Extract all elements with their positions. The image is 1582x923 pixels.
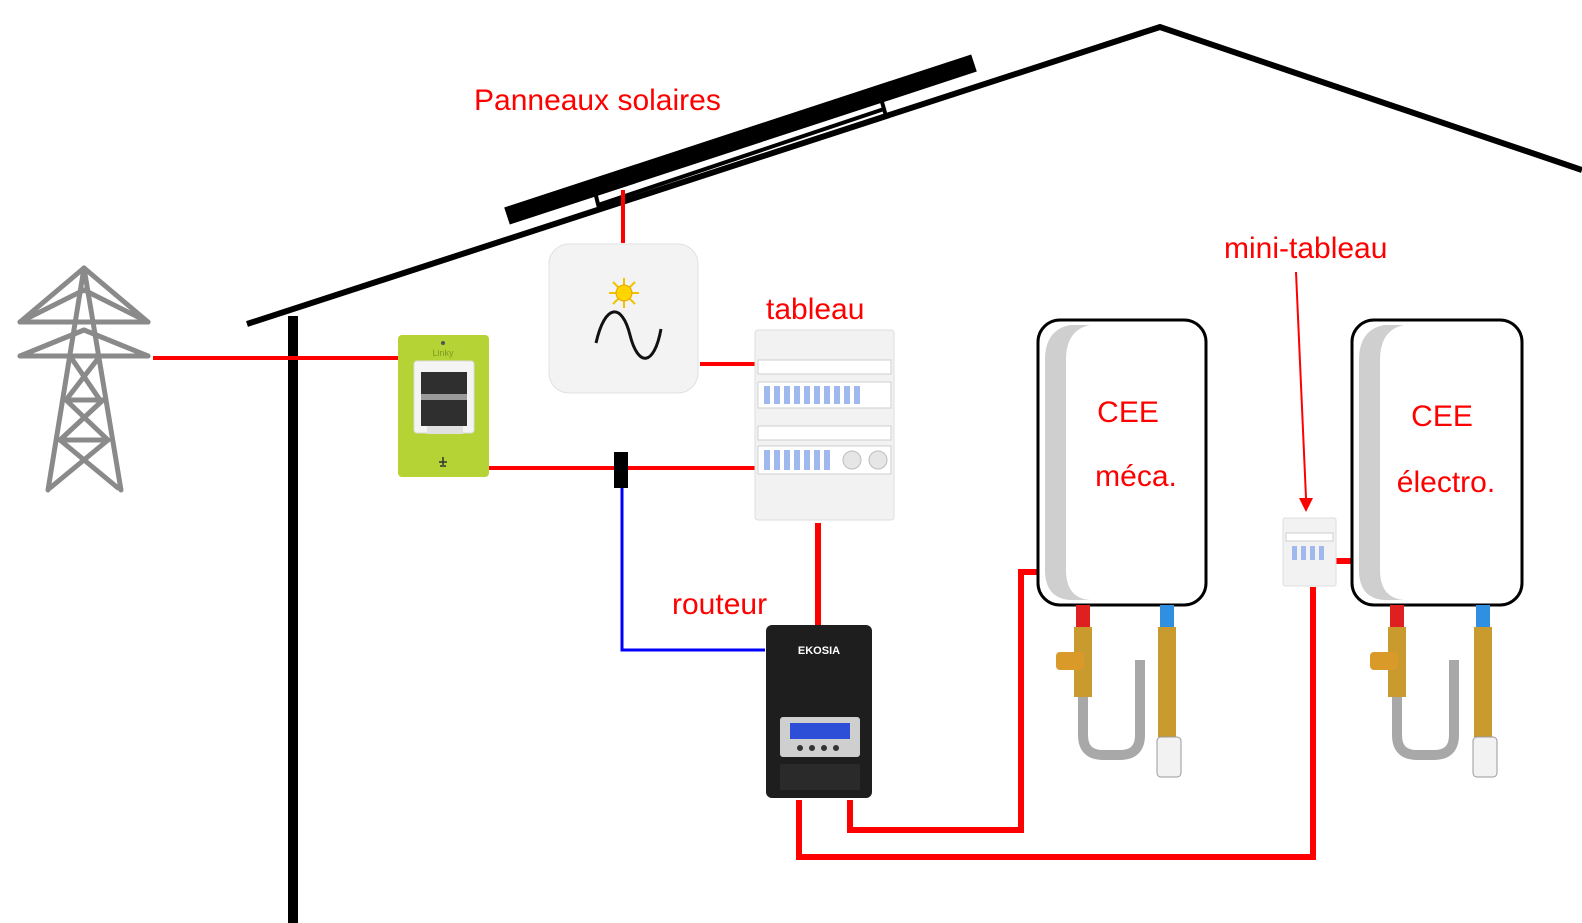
label-tank-electro-1: CEE [1411,400,1473,433]
signal-line [620,488,765,652]
water-heater-meca [1036,318,1208,778]
water-heater-electro [1350,318,1524,778]
pylon-icon [17,265,151,493]
ac-wave-icon [594,310,663,360]
label-tank-meca-1: CEE [1097,396,1159,429]
mini-panel-arrowhead [1299,498,1313,512]
label-tank-electro-2: électro. [1396,466,1496,499]
mini-panel-arrow [1295,271,1307,499]
electricity-meter: Linky [398,335,489,477]
mini-panel-board [1282,517,1337,587]
current-clamp [614,452,628,488]
solar-panel [504,54,977,225]
inverter [548,243,699,394]
router-device: EKOSIA [766,625,872,798]
label-router: routeur [672,588,768,621]
sun-icon [609,278,639,308]
house-roof [246,23,1582,327]
label-solar-panels: Panneaux solaires [474,84,721,117]
panel-board [754,329,895,521]
earth-icon [439,457,447,467]
router-brand: EKOSIA [798,645,840,657]
label-tank-meca-2: méca. [1095,460,1177,493]
label-panel-board: tableau [766,293,865,326]
meter-brand: Linky [432,348,454,358]
label-mini-panel: mini-tableau [1224,232,1388,265]
power-lines [153,190,1352,860]
